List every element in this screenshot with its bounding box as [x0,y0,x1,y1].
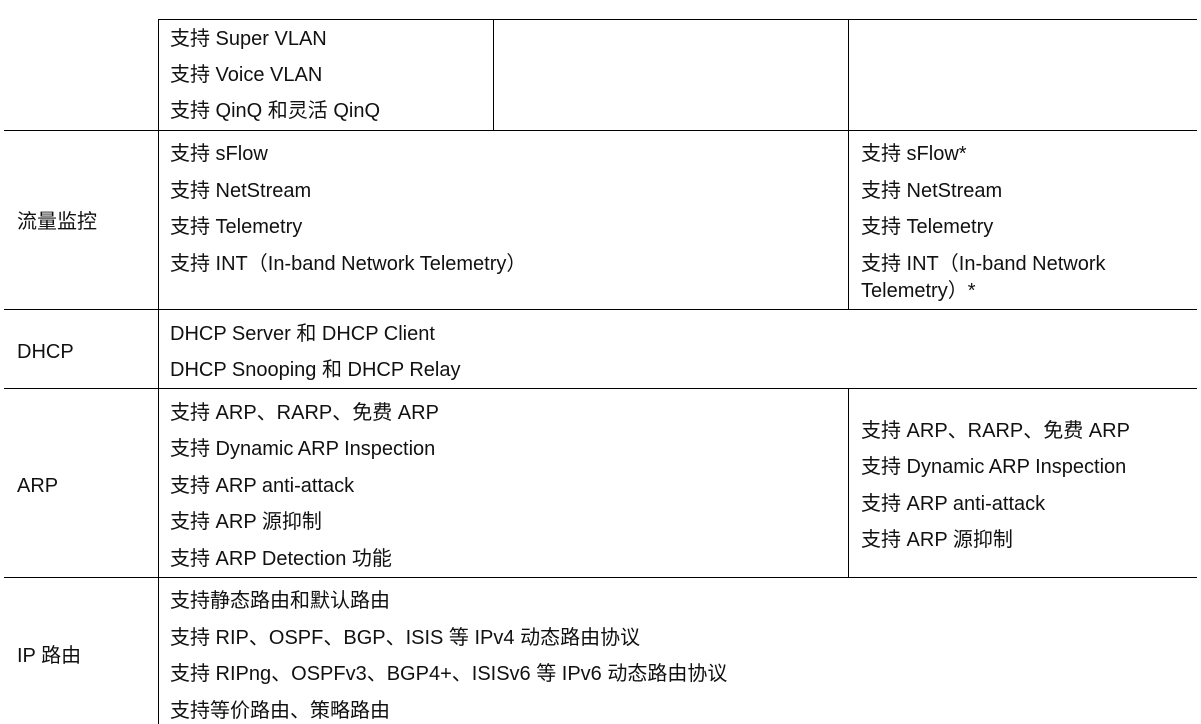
flow-feature-alt: 支持 Telemetry [861,216,994,238]
dhcp-feature: DHCP Snooping 和 DHCP Relay [170,359,461,381]
dhcp-feature: DHCP Server 和 DHCP Client [170,323,435,345]
flow-feature-alt: Telemetry）* [861,280,976,302]
row-divider [4,309,1197,310]
row-label-arp: ARP [17,475,59,497]
arp-feature-alt: 支持 Dynamic ARP Inspection [861,456,1127,478]
row-divider [4,388,1197,389]
row-divider [4,130,1197,131]
table-border-top [158,19,1197,20]
ip-routing-feature: 支持 RIPng、OSPFv3、BGP4+、ISISv6 等 IPv6 动态路由… [170,663,728,685]
flow-feature-alt: 支持 sFlow* [861,143,967,165]
column-divider [848,19,849,310]
row-label-flow-monitoring: 流量监控 [17,211,97,233]
ip-routing-feature: 支持等价路由、策略路由 [170,700,390,722]
column-divider [493,19,494,131]
arp-feature-alt: 支持 ARP 源抑制 [861,529,1013,551]
arp-feature: 支持 Dynamic ARP Inspection [170,438,436,460]
flow-feature-alt: 支持 INT（In-band Network [861,253,1106,275]
ip-routing-feature: 支持静态路由和默认路由 [170,590,390,612]
ip-routing-feature: 支持 RIP、OSPF、BGP、ISIS 等 IPv4 动态路由协议 [170,627,641,649]
flow-feature: 支持 sFlow [170,143,268,165]
row-label-ip-routing: IP 路由 [17,645,82,667]
column-divider [848,388,849,578]
arp-feature: 支持 ARP Detection 功能 [170,548,392,570]
row-label-dhcp: DHCP [17,341,74,363]
flow-feature: 支持 Telemetry [170,216,303,238]
vlan-feature: 支持 Voice VLAN [170,64,323,86]
flow-feature-alt: 支持 NetStream [861,180,1003,202]
flow-feature: 支持 INT（In-band Network Telemetry） [170,253,527,275]
arp-feature-alt: 支持 ARP、RARP、免费 ARP [861,420,1130,442]
arp-feature: 支持 ARP 源抑制 [170,511,322,533]
arp-feature-alt: 支持 ARP anti-attack [861,493,1046,515]
flow-feature: 支持 NetStream [170,180,312,202]
vlan-feature: 支持 Super VLAN [170,28,327,50]
arp-feature: 支持 ARP、RARP、免费 ARP [170,402,439,424]
arp-feature: 支持 ARP anti-attack [170,475,355,497]
column-divider [158,19,159,724]
row-divider [4,577,1197,578]
vlan-feature: 支持 QinQ 和灵活 QinQ [170,100,381,122]
